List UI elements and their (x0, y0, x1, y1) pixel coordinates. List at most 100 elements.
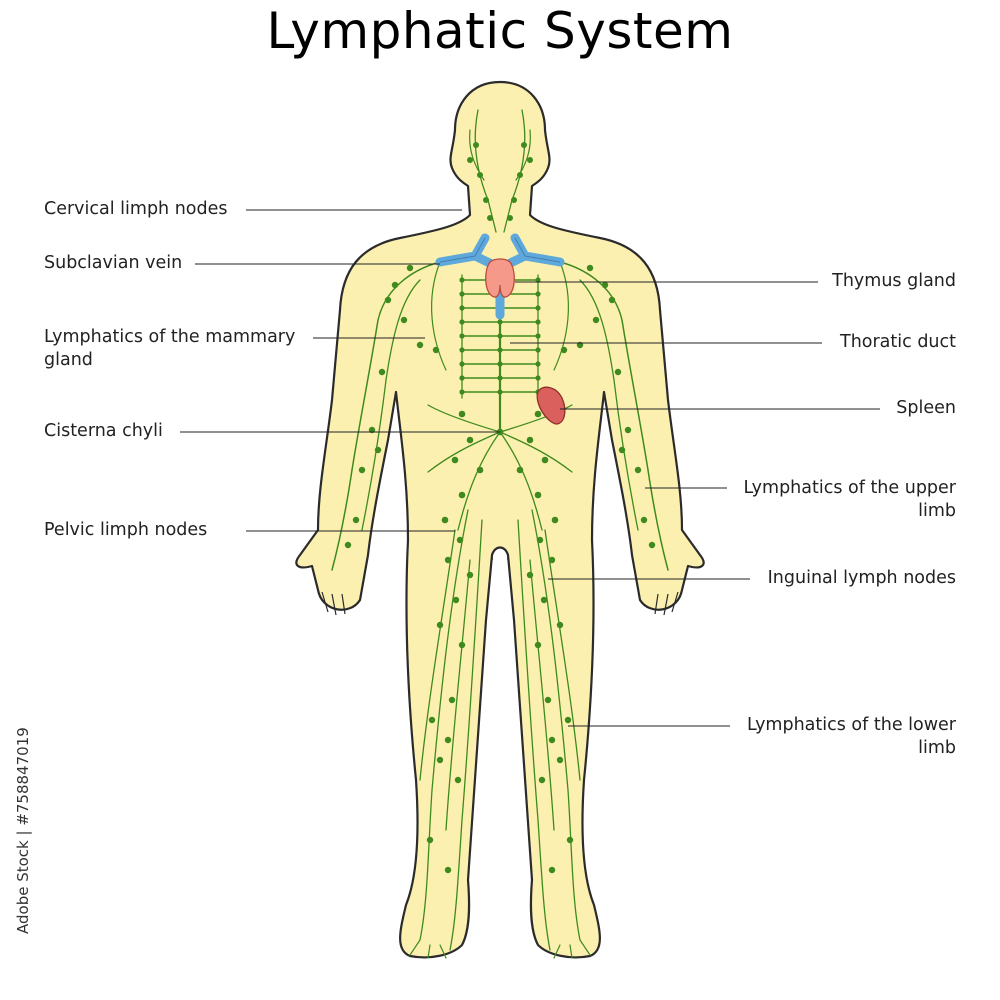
lymph-node (538, 776, 546, 784)
lymph-vessel (531, 509, 581, 941)
lymph-node (517, 172, 523, 178)
label-mammary-line2: gland (44, 350, 93, 370)
label-subclavian-vein: Subclavian vein (44, 253, 183, 273)
lymph-node (534, 410, 542, 418)
lymph-node (454, 776, 462, 784)
lymph-vessel (409, 939, 447, 959)
lymph-node (521, 142, 527, 148)
lymph-node (448, 696, 456, 704)
label-thoracic-duct: Thoratic duct (840, 332, 956, 352)
lymph-vessel (445, 559, 471, 831)
label-thymus-gland: Thymus gland (832, 271, 956, 291)
spleen-organ (536, 386, 566, 425)
lymph-node (608, 296, 616, 304)
lymph-node (467, 157, 473, 163)
lymph-node (441, 516, 449, 524)
lymph-node (444, 556, 452, 564)
label-upper-line2: limb (918, 501, 956, 521)
lymph-node (497, 333, 503, 339)
lymph-node (426, 836, 434, 844)
lymph-node (473, 142, 479, 148)
label-pelvic-lymph-nodes: Pelvic limph nodes (44, 520, 208, 540)
lymph-vessel (449, 519, 483, 951)
lymph-node (458, 491, 466, 499)
lymph-node (384, 296, 392, 304)
lymph-node (436, 756, 444, 764)
lymph-node (614, 368, 622, 376)
lymph-node (526, 436, 534, 444)
lymph-node (451, 456, 459, 464)
label-lower-line1: Lymphatics of the lower (746, 715, 956, 735)
lymph-node (511, 197, 517, 203)
left-hand-fingers (321, 591, 346, 616)
lymph-vessel (499, 431, 573, 473)
lymph-node (586, 264, 594, 272)
lymph-node (634, 466, 642, 474)
lymph-node (487, 215, 493, 221)
label-mammary-line1: Lymphatics of the mammary (44, 327, 296, 347)
lymph-vessel (579, 279, 639, 531)
lymph-node (556, 756, 564, 764)
lymph-node (497, 375, 503, 381)
right-hand-fingers (654, 591, 679, 616)
lymph-node (548, 556, 556, 564)
lymph-vessel (499, 431, 543, 531)
lymph-node (534, 491, 542, 499)
lymph-node (432, 346, 440, 354)
lymph-node (458, 410, 466, 418)
lymph-node (476, 466, 484, 474)
leader-lines (180, 209, 880, 727)
lymph-vessel (427, 404, 501, 433)
lymph-vessel (419, 509, 469, 941)
label-mammary-lymphatics: Lymphatics of the mammary gland (44, 326, 295, 372)
lymph-node (566, 836, 574, 844)
label-lower-line2: limb (918, 738, 956, 758)
lymph-node (466, 571, 474, 579)
lymph-vessel (553, 261, 569, 371)
lymph-node (544, 696, 552, 704)
lymph-node (618, 446, 626, 454)
lymph-node (507, 215, 513, 221)
lymph-network (331, 109, 669, 959)
lymph-node (560, 346, 568, 354)
lymph-node (483, 197, 489, 203)
lymph-vessel (517, 519, 551, 951)
lymph-node (400, 316, 408, 324)
lymph-node (416, 341, 424, 349)
lymph-node (344, 541, 352, 549)
lymph-node (648, 541, 656, 549)
lymph-node (624, 426, 632, 434)
lymph-vessel (544, 529, 581, 781)
lymph-node (466, 436, 474, 444)
lymph-node (516, 466, 524, 474)
lymph-node (551, 516, 559, 524)
lymph-vessel (461, 274, 539, 399)
label-upper-line1: Lymphatics of the upper (743, 478, 956, 498)
lymph-node (534, 641, 542, 649)
lymph-node (428, 716, 436, 724)
lymph-vessel (427, 431, 501, 473)
lymph-node (536, 536, 544, 544)
lymph-node (548, 866, 556, 874)
lymph-vessel (529, 559, 555, 831)
label-upper-limb-lymphatics: Lymphatics of the upper limb (744, 477, 956, 523)
lymph-node (592, 316, 600, 324)
lymph-node (436, 621, 444, 629)
lymph-node (601, 281, 609, 289)
lymph-node (358, 466, 366, 474)
lymph-node (444, 736, 452, 744)
lymph-vessel (457, 431, 501, 531)
lymph-node (452, 596, 460, 604)
lymph-node (564, 716, 572, 724)
lymph-vessel (431, 261, 447, 371)
lymph-node (477, 172, 483, 178)
lymph-node (497, 361, 503, 367)
label-cervical-lymph-nodes: Cervical limph nodes (44, 199, 228, 219)
lymph-node (497, 319, 503, 325)
lymph-node (527, 157, 533, 163)
body-silhouette (295, 80, 705, 959)
stock-watermark-text: Adobe Stock | #758847019 (14, 727, 32, 934)
lymph-node (391, 281, 399, 289)
